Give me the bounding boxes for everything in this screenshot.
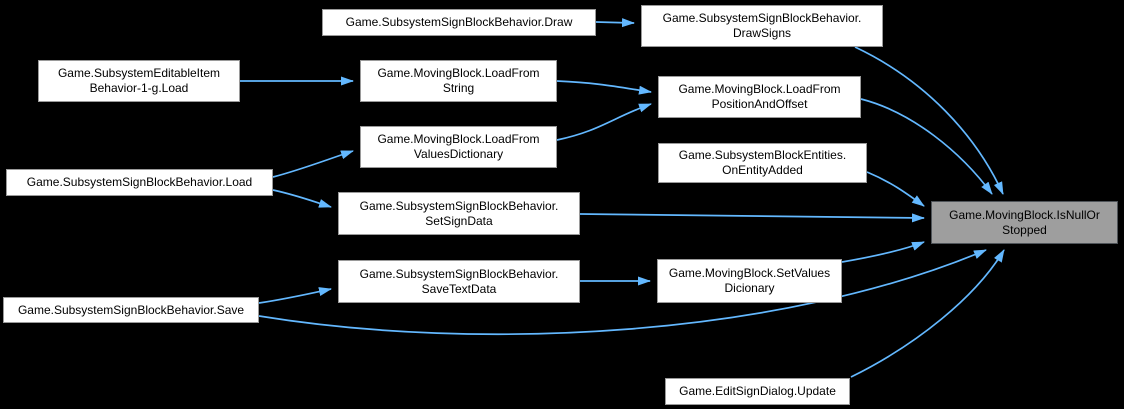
node-label: Game.MovingBlock.LoadFrom bbox=[377, 66, 540, 80]
node-label: Game.SubsystemSignBlockBehavior.Draw bbox=[345, 15, 573, 29]
node-label: OnEntityAdded bbox=[722, 163, 803, 177]
edge-on-entity-added-to-is-null-or-stopped bbox=[866, 171, 925, 207]
node-label: ValuesDictionary bbox=[413, 147, 504, 161]
node-label: DrawSigns bbox=[732, 26, 792, 40]
node-label: Game.EditSignDialog.Update bbox=[679, 384, 836, 398]
node-label: Game.SubsystemSignBlockBehavior.Save bbox=[17, 302, 245, 317]
node-edit-sign-dialog-update[interactable]: Game.EditSignDialog.Update bbox=[665, 378, 850, 405]
node-label: Game.MovingBlock.IsNullOr bbox=[949, 207, 1100, 222]
node-save-text-data[interactable]: Game.SubsystemSignBlockBehavior.SaveText… bbox=[338, 260, 580, 303]
node-label: SaveTextData bbox=[421, 281, 497, 296]
node-set-sign-data[interactable]: Game.SubsystemSignBlockBehavior.SetSignD… bbox=[338, 192, 580, 235]
node-draw-signs[interactable]: Game.SubsystemSignBlockBehavior.DrawSign… bbox=[641, 5, 883, 47]
node-label: Behavior-1-g.Load bbox=[89, 81, 189, 95]
node-label: Dicionary bbox=[724, 281, 775, 295]
node-label: Game.SubsystemSignBlockBehavior. bbox=[662, 11, 862, 25]
node-label: Game.MovingBlock.LoadFrom bbox=[678, 82, 841, 96]
node-on-entity-added[interactable]: Game.SubsystemBlockEntities.OnEntityAdde… bbox=[658, 143, 867, 183]
node-label: Game.SubsystemBlockEntities. bbox=[678, 148, 847, 162]
node-label: Game.SubsystemEditableItem bbox=[57, 66, 221, 80]
node-label: Game.SubsystemSignBlockBehavior. bbox=[359, 266, 559, 281]
node-label: Game.MovingBlock.LoadFrom bbox=[377, 132, 540, 146]
node-draw[interactable]: Game.SubsystemSignBlockBehavior.Draw bbox=[322, 9, 596, 36]
node-label: Game.SubsystemSignBlockBehavior.Load bbox=[26, 175, 253, 189]
edge-load-from-position-and-offset-to-is-null-or-stopped bbox=[860, 98, 993, 195]
edge-sign-save-to-save-text-data bbox=[258, 287, 332, 304]
node-sign-load[interactable]: Game.SubsystemSignBlockBehavior.Load bbox=[6, 169, 273, 196]
node-label: Stopped bbox=[1002, 222, 1047, 237]
edge-load-from-values-dictionary-to-load-from-position-and-offset bbox=[556, 103, 652, 141]
node-label: SetSignData bbox=[425, 213, 493, 228]
node-label: Game.MovingBlock.SetValues bbox=[668, 266, 831, 280]
edge-sign-save-to-is-null-or-stopped bbox=[258, 249, 987, 336]
node-label: PositionAndOffset bbox=[711, 97, 808, 111]
edge-set-values-dicionary-to-is-null-or-stopped bbox=[841, 241, 925, 263]
edge-draw-signs-to-is-null-or-stopped bbox=[854, 46, 1004, 195]
edge-sign-load-to-load-from-values-dictionary bbox=[272, 150, 354, 178]
edge-draw-to-draw-signs bbox=[595, 18, 635, 28]
edge-set-sign-data-to-is-null-or-stopped bbox=[579, 213, 925, 223]
edge-edit-sign-dialog-update-to-is-null-or-stopped bbox=[850, 249, 1005, 378]
node-label: String bbox=[442, 81, 475, 95]
node-sign-save[interactable]: Game.SubsystemSignBlockBehavior.Save bbox=[3, 297, 259, 323]
edge-load-from-string-to-load-from-position-and-offset bbox=[556, 80, 652, 95]
node-label: Game.SubsystemSignBlockBehavior. bbox=[359, 198, 559, 213]
edge-sign-load-to-set-sign-data bbox=[272, 189, 332, 208]
